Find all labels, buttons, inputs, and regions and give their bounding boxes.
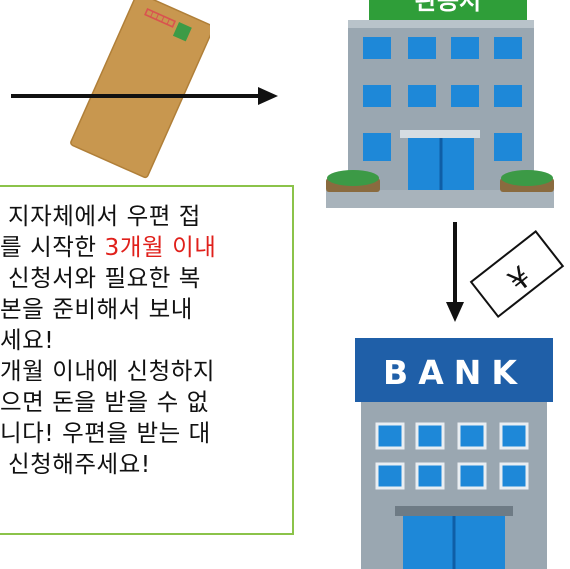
notice-line: 니다! 우편을 받는 대 — [0, 419, 211, 447]
bank-sign: BANK — [383, 353, 527, 392]
envelope-icon — [70, 0, 210, 179]
government-office-building-icon — [326, 20, 554, 208]
notice-line: 신청서와 필요한 복 — [8, 264, 201, 292]
notice-line: 지자체에서 우편 접 — [8, 202, 201, 230]
notice-line: 를 시작한 3개월 이내 — [0, 233, 217, 261]
notice-line: 본을 준비해서 보내 — [0, 295, 193, 323]
notice-line: 신청해주세요! — [8, 450, 151, 478]
deadline-highlight: 3개월 이내 — [104, 233, 217, 261]
office-label: 관공서 — [369, 0, 527, 20]
yen-ticket-icon: ¥ — [469, 230, 565, 319]
notice-box: 지자체에서 우편 접 를 시작한 3개월 이내 신청서와 필요한 복 본을 준비… — [0, 185, 294, 535]
notice-line: 세요! — [0, 326, 55, 354]
bank-building-icon: BANK — [355, 338, 553, 569]
arrow-down-icon — [446, 222, 464, 322]
notice-line: 으면 돈을 받을 수 없 — [0, 388, 209, 416]
notice-line: 개월 이내에 신청하지 — [0, 357, 216, 385]
arrow-right-icon — [11, 87, 278, 105]
